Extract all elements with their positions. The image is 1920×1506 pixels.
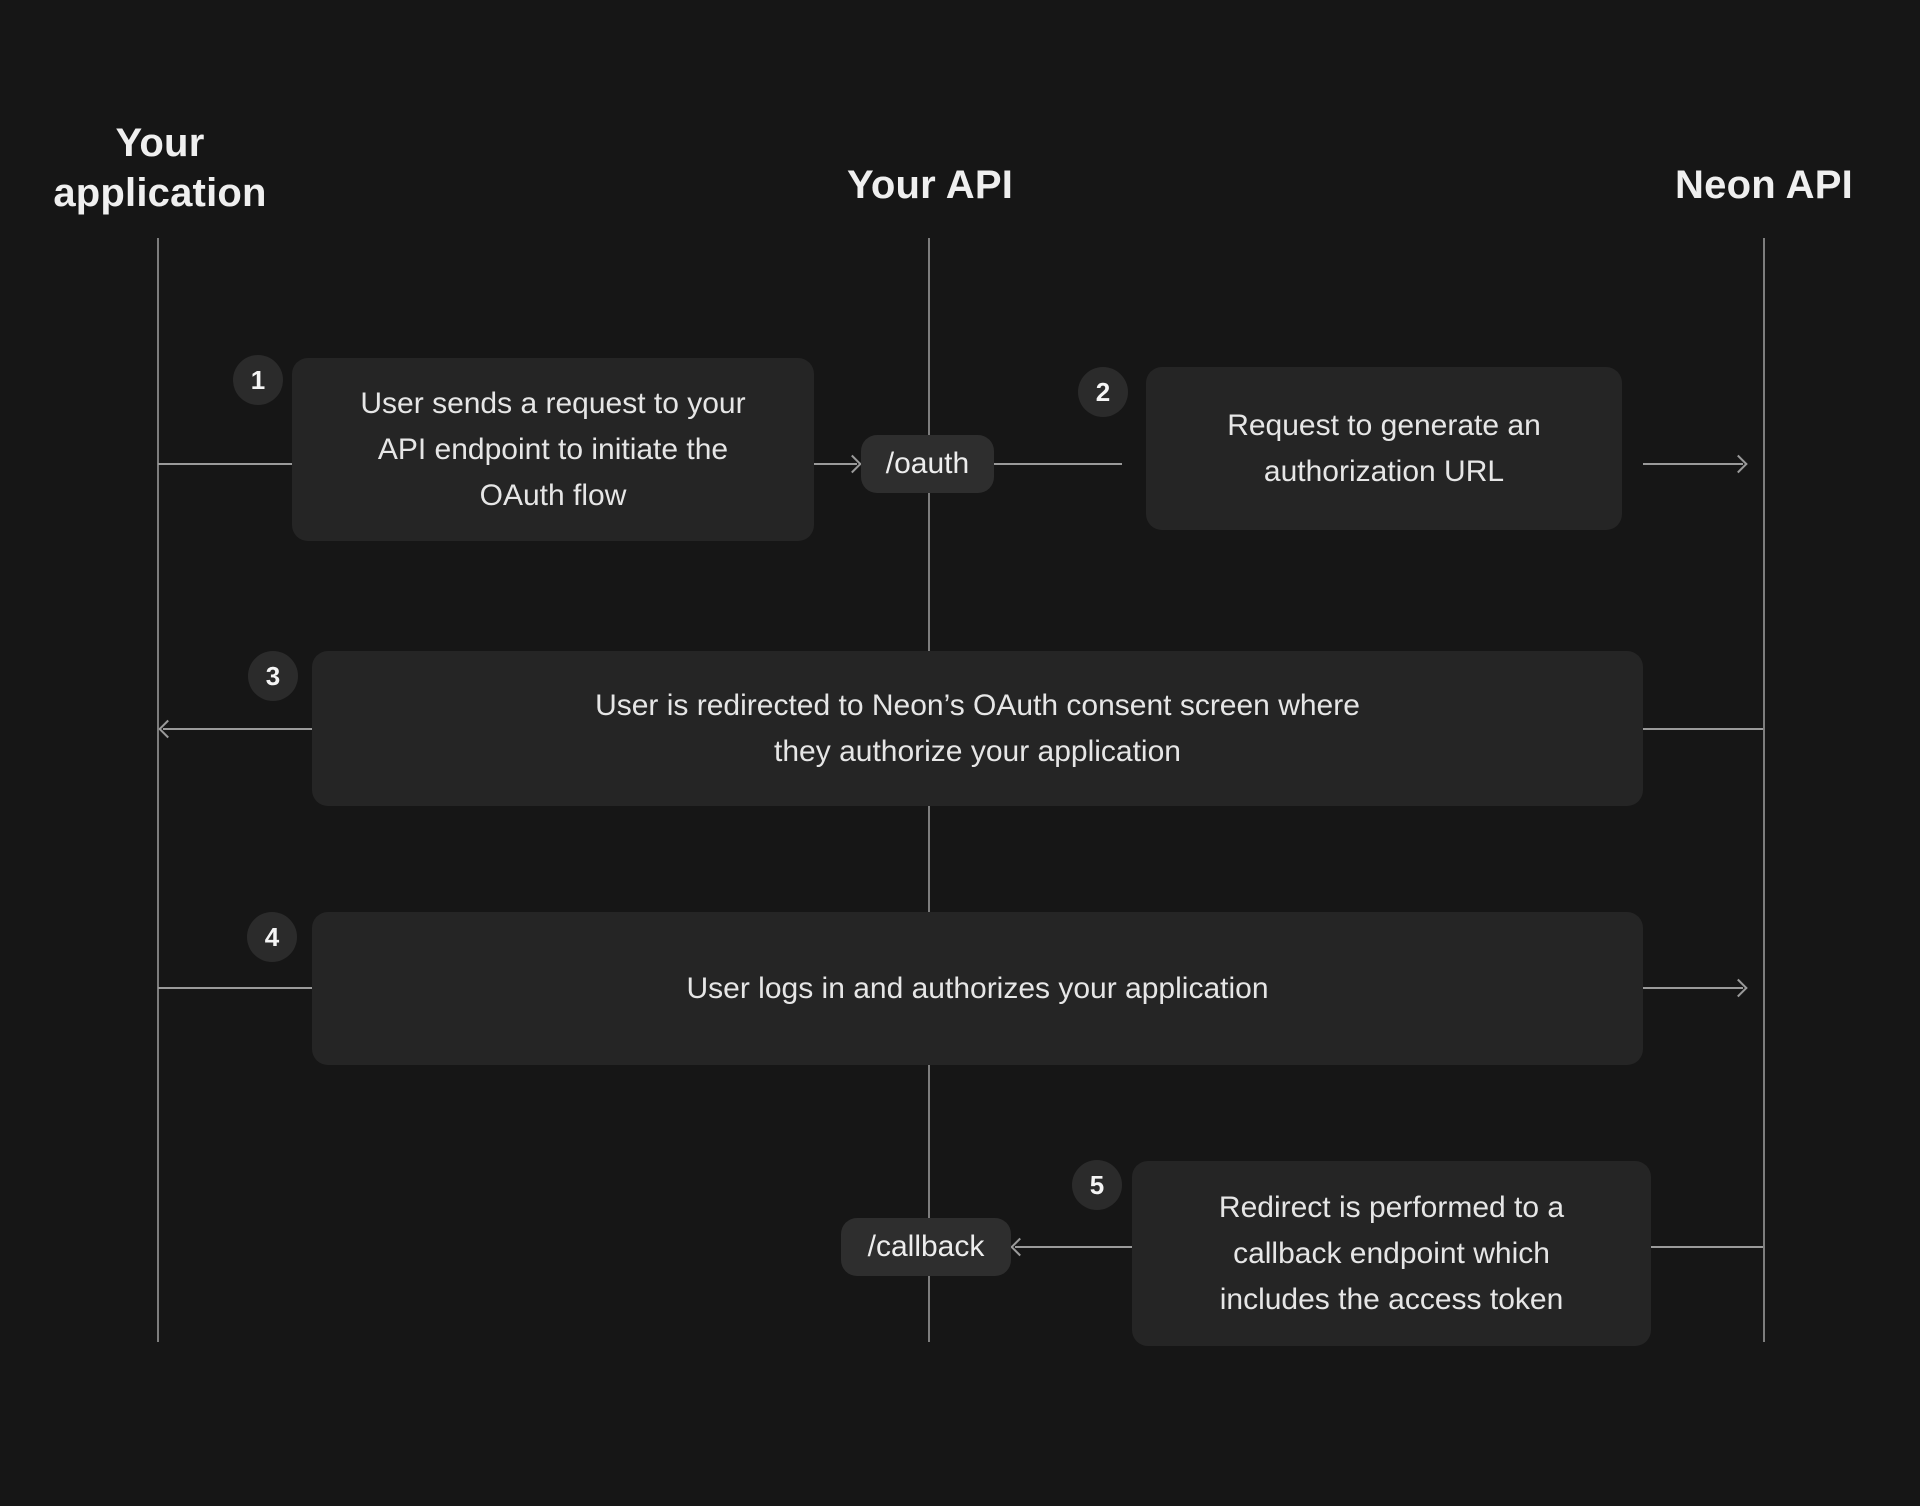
step-badge-1: 1 <box>233 355 283 405</box>
connector-app-to-step1-box <box>158 463 292 465</box>
connector-neon-to-step3-box <box>1643 728 1763 730</box>
connector-neon-to-step5-box <box>1651 1246 1763 1248</box>
step-box-5: Redirect is performed to a callback endp… <box>1132 1161 1651 1346</box>
step-text-3: User is redirected to Neon’s OAuth conse… <box>595 688 1360 768</box>
arrow-step4-box-to-neon <box>1643 987 1743 989</box>
connector-oauth-to-step2-box <box>994 463 1122 465</box>
endpoint-label-callback: /callback <box>841 1218 1011 1276</box>
arrow-step1-box-to-oauth <box>814 463 857 465</box>
step-badge-2: 2 <box>1078 367 1128 417</box>
endpoint-label-oauth: /oauth <box>861 435 994 493</box>
arrow-step2-box-to-neon <box>1643 463 1743 465</box>
step-box-3: User is redirected to Neon’s OAuth conse… <box>312 651 1643 806</box>
step-box-1: User sends a request to your API endpoin… <box>292 358 814 541</box>
step-badge-4: 4 <box>247 912 297 962</box>
lane-header-your-application: Your application <box>53 121 267 215</box>
arrow-step5-box-to-callback <box>1015 1246 1132 1248</box>
step-text-4: User logs in and authorizes your applica… <box>686 971 1269 1005</box>
lane-header-neon-api: Neon API <box>1675 163 1853 207</box>
step-box-4: User logs in and authorizes your applica… <box>312 912 1643 1065</box>
connector-app-to-step4-box <box>158 987 312 989</box>
lifeline-neon-api <box>1763 238 1765 1342</box>
arrow-step3-box-to-app <box>163 728 312 730</box>
step-box-2: Request to generate an authorization URL <box>1146 367 1622 530</box>
lifeline-your-application <box>157 238 159 1342</box>
step-badge-3: 3 <box>248 651 298 701</box>
lane-header-your-api: Your API <box>846 163 1014 207</box>
step-text-2: Request to generate an authorization URL <box>1227 408 1541 488</box>
step-text-5: Redirect is performed to a callback endp… <box>1218 1190 1565 1316</box>
step-text-1: User sends a request to your API endpoin… <box>360 386 746 512</box>
step-badge-5: 5 <box>1072 1160 1122 1210</box>
